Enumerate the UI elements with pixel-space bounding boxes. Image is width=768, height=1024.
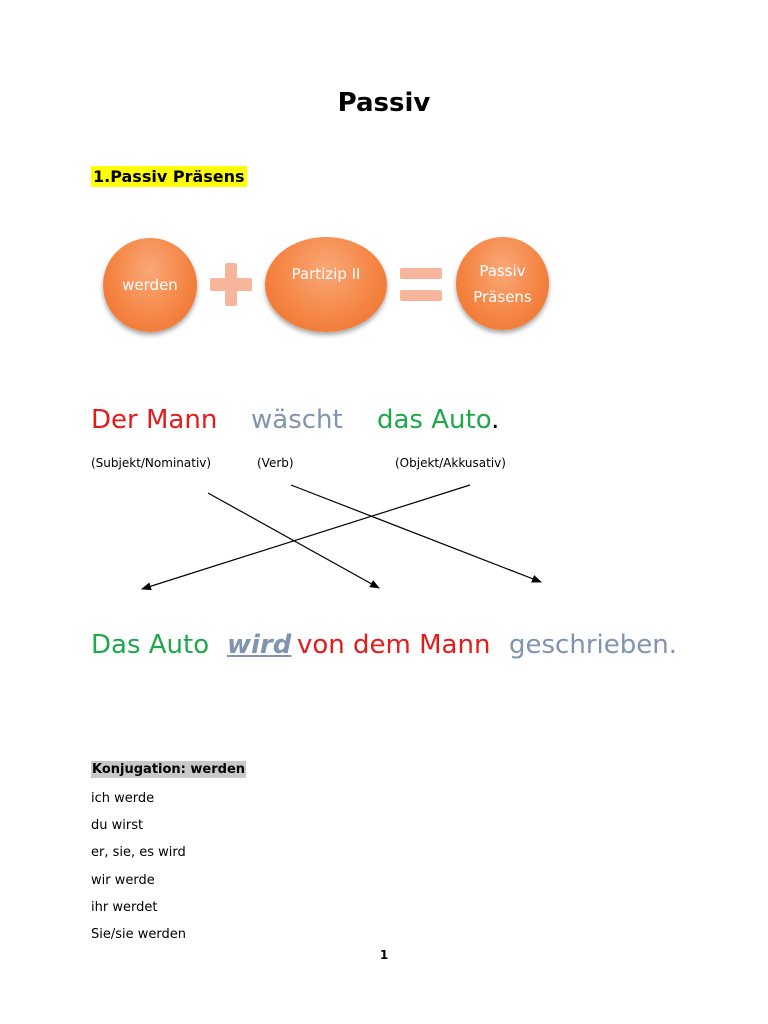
- role-verb: (Verb): [257, 456, 294, 470]
- role-object: (Objekt/Akkusativ): [395, 456, 506, 470]
- conjugation-form: ihr werdet: [91, 900, 158, 915]
- active-period: .: [491, 405, 500, 435]
- conjugation-form: ich werde: [91, 791, 155, 806]
- result-label-line1: Passiv: [479, 261, 526, 280]
- equals-icon-lower: [400, 290, 442, 301]
- passive-auxiliary: wird: [227, 630, 292, 660]
- passive-agent: von dem Mann: [297, 630, 491, 660]
- passiv-praesens-circle: Passiv Präsens: [456, 237, 549, 330]
- active-object: das Auto: [377, 405, 492, 435]
- partizip-label: Partizip II: [291, 265, 361, 283]
- section-heading: 1.Passiv Präsens: [91, 166, 247, 187]
- active-verb: wäscht: [251, 405, 343, 435]
- active-subject: Der Mann: [91, 405, 218, 435]
- conjugation-form: er, sie, es wird: [91, 845, 186, 860]
- partizip-circle: Partizip II: [265, 237, 387, 332]
- conjugation-form: du wirst: [91, 818, 144, 833]
- result-label-line2: Präsens: [473, 287, 532, 306]
- passive-participle: geschrieben.: [509, 630, 677, 660]
- werden-circle: werden: [103, 238, 197, 332]
- conjugation-form: Sie/sie werden: [91, 927, 186, 942]
- passive-subject: Das Auto: [91, 630, 210, 660]
- werden-label: werden: [122, 276, 178, 294]
- arrow-object-to-subject: [141, 484, 471, 591]
- role-subject: (Subjekt/Nominativ): [91, 456, 212, 470]
- equals-icon: [400, 268, 442, 279]
- plus-icon-vertical: [225, 263, 237, 306]
- active-object-group: das Auto.: [377, 405, 499, 435]
- arrow-verb-to-participle: [290, 484, 542, 583]
- conjugation-heading: Konjugation: werden: [91, 761, 247, 778]
- page-title: Passiv: [337, 88, 431, 118]
- page-number: 1: [379, 948, 389, 962]
- conjugation-form: wir werde: [91, 873, 155, 888]
